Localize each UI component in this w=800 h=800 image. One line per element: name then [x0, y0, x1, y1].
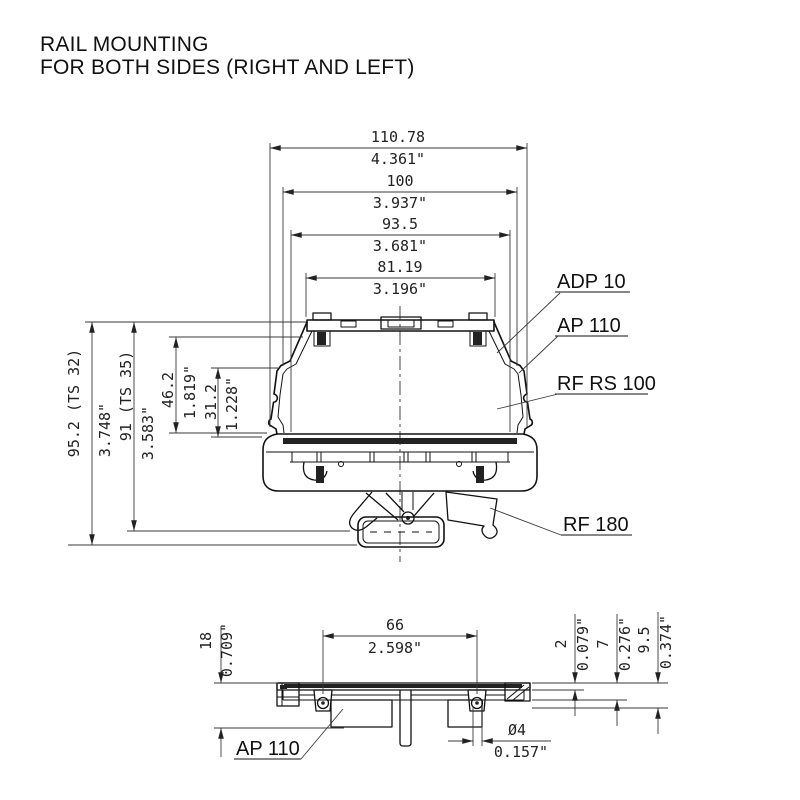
- din-rail-clamp: [348, 491, 498, 548]
- dim-18-in: 0.709": [218, 623, 236, 677]
- dim-height-952-in: 3.748": [96, 403, 114, 457]
- mounting-screw-left: [312, 312, 332, 347]
- dim-66-in: 2.598": [368, 639, 422, 657]
- screw-lug-left: [313, 689, 333, 712]
- dim-width-81-in: 3.196": [373, 280, 427, 298]
- leader-rf180: [489, 507, 562, 536]
- label-rf180: RF 180: [563, 514, 629, 536]
- adp10-adapter-plate: [306, 312, 495, 347]
- dim-18-mm: 18: [197, 632, 215, 650]
- dim-hole-in: 0.157": [494, 743, 548, 761]
- dim-height-91-mm: 91 (TS 35): [117, 351, 135, 441]
- dim-height-312-mm: 31.2: [202, 384, 220, 420]
- mounting-screw-right: [468, 312, 488, 347]
- bottom-view-part-label: AP 110: [234, 708, 344, 760]
- label-rfrs100: RF RS 100: [557, 373, 656, 395]
- dim-width-93-mm: 93.5: [382, 215, 418, 233]
- mounting-foot-left: [330, 699, 393, 728]
- dim-95-mm: 9.5: [635, 626, 653, 653]
- label-ap110: AP 110: [557, 315, 621, 337]
- front-view-height-dimensions: 95.2 (TS 32) 3.748" 91 (TS 35) 3.583" 46…: [65, 321, 357, 546]
- clamp-screw-right: [476, 466, 484, 483]
- leader-rfrs100: [496, 393, 559, 410]
- front-view-drawing: [262, 306, 538, 562]
- dim-height-462-in: 1.819": [181, 365, 199, 419]
- dim-7-mm: 7: [594, 639, 612, 648]
- plate-right-cap: [504, 682, 531, 702]
- leader-ap110-bottom: [300, 708, 344, 760]
- rail-hook-left: [302, 461, 328, 481]
- label-adp10: ADP 10: [557, 271, 626, 293]
- label-ap110-bottom: AP 110: [236, 738, 300, 760]
- dim-width-81-mm: 81.19: [377, 258, 422, 276]
- dim-95-in: 0.374": [657, 615, 675, 669]
- adapter-plate-side-view: [276, 682, 531, 712]
- dim-width-93-in: 3.681": [373, 237, 427, 255]
- dim-2-mm: 2: [552, 639, 570, 648]
- dim-7-in: 0.276": [616, 617, 634, 671]
- leader-adp10: [496, 292, 561, 354]
- bottom-view-drawing: [276, 682, 531, 747]
- dim-2-in: 0.079": [574, 617, 592, 671]
- clamp-screw-left: [316, 466, 324, 483]
- title-line-2: FOR BOTH SIDES (RIGHT AND LEFT): [40, 56, 415, 79]
- drawing-title: RAIL MOUNTING FOR BOTH SIDES (RIGHT AND …: [40, 33, 415, 79]
- dim-66-mm: 66: [386, 616, 404, 634]
- screw-lug-right: [467, 689, 487, 712]
- dim-height-952-mm: 95.2 (TS 32): [65, 349, 83, 457]
- rf180-bracket: [445, 491, 498, 539]
- dim-height-91-in: 3.583": [139, 406, 157, 460]
- front-view-width-dimensions: 110.78 4.361" 100 3.937" 93.5 3.681" 81.…: [269, 128, 528, 432]
- dim-width-100-in: 3.937": [373, 194, 427, 212]
- front-view-part-labels: ADP 10 AP 110 RF RS 100 RF 180: [489, 271, 656, 536]
- bracket-ribs: [291, 452, 509, 462]
- dim-height-312-in: 1.228": [223, 377, 241, 431]
- dim-overall-width-mm: 110.78: [371, 128, 425, 146]
- bottom-view-dimensions: 66 2.598" 18 0.709" 2 0.079" 7 0.276" 9.…: [197, 612, 675, 761]
- title-line-1: RAIL MOUNTING: [40, 33, 209, 56]
- leader-ap110: [518, 335, 559, 374]
- dim-width-100-mm: 100: [386, 172, 413, 190]
- dim-height-462-mm: 46.2: [159, 372, 177, 408]
- clamp-screw: [401, 511, 415, 525]
- rf-rs100-base-bracket: [262, 433, 538, 492]
- din-rail-ts35: [357, 516, 445, 548]
- rail-hook-right: [472, 461, 498, 481]
- ap110-side-wall-right: [488, 321, 534, 435]
- dim-hole-mm: Ø4: [508, 721, 526, 739]
- dim-overall-width-in: 4.361": [371, 150, 425, 168]
- ap110-side-wall-left: [267, 321, 313, 435]
- center-pin: [399, 690, 412, 747]
